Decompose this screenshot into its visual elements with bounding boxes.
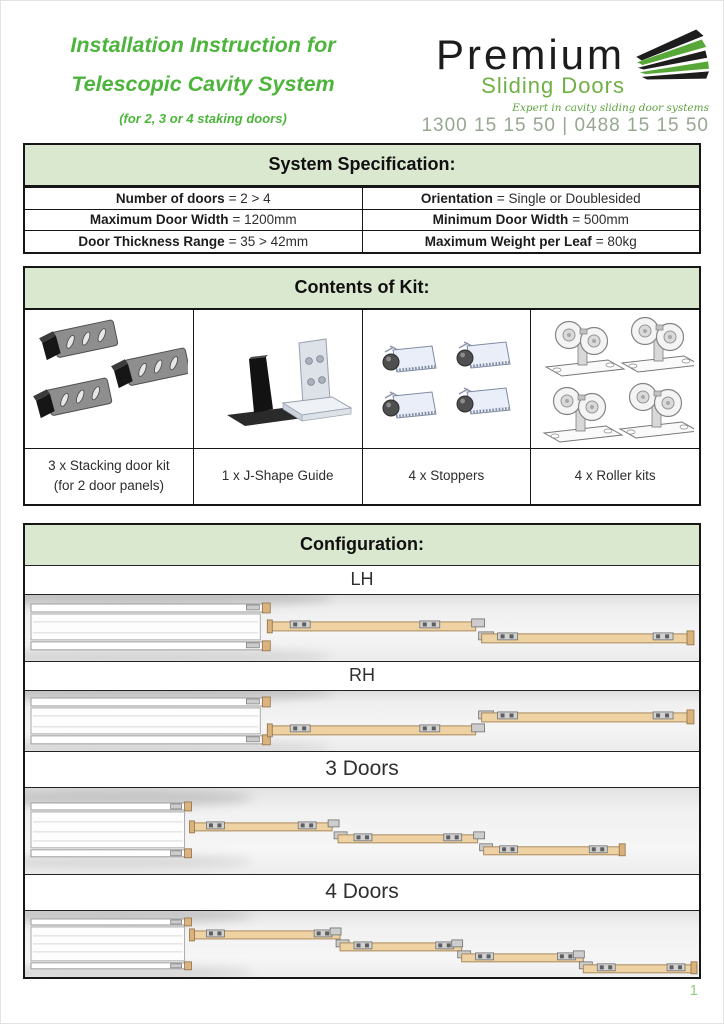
config-diagram-4-doors-icon bbox=[25, 910, 699, 978]
config-label-lh: LH bbox=[25, 565, 699, 594]
company-logo: Premium Sliding Doors Expert in cavity s… bbox=[391, 25, 709, 137]
config-diagram-3-doors-icon bbox=[25, 786, 699, 875]
kit-label-line: 1 x J-Shape Guide bbox=[221, 467, 334, 483]
spec-value: = 2 > 4 bbox=[228, 190, 271, 206]
document-title: Installation Instruction for Telescopic … bbox=[27, 25, 379, 126]
sliding-door-fan-icon bbox=[629, 27, 709, 83]
title-line-2: Telescopic Cavity System bbox=[71, 71, 335, 96]
spec-cell-orientation: Orientation= Single or Doublesided bbox=[361, 188, 700, 209]
kit-label-line: (for 2 door panels) bbox=[53, 477, 165, 493]
spec-row: Number of doors= 2 > 4 Orientation= Sing… bbox=[25, 187, 699, 209]
spec-label: Minimum Door Width bbox=[432, 212, 569, 227]
logo-brand-row: Premium bbox=[436, 27, 709, 83]
spec-value: = 1200mm bbox=[232, 212, 297, 227]
spec-cell-door-thickness: Door Thickness Range= 35 > 42mm bbox=[25, 231, 362, 252]
spec-label: Orientation bbox=[420, 190, 493, 206]
spec-cell-max-weight: Maximum Weight per Leaf= 80kg bbox=[361, 231, 700, 252]
config-diagram-lh-icon bbox=[25, 594, 699, 661]
spec-label: Maximum Door Width bbox=[89, 212, 229, 227]
kit-images-row bbox=[25, 309, 699, 448]
title-line-1: Installation Instruction for bbox=[70, 33, 336, 57]
stacking-door-kit-icon bbox=[25, 310, 193, 448]
spec-value: = 500mm bbox=[572, 212, 629, 227]
page-number: 1 bbox=[689, 982, 698, 999]
page-header: Installation Instruction for Telescopic … bbox=[1, 1, 723, 139]
spec-label: Maximum Weight per Leaf bbox=[424, 233, 592, 249]
kit-label-line: 3 x Stacking door kit bbox=[48, 457, 170, 473]
system-specification-title: System Specification: bbox=[25, 145, 699, 187]
kit-label-line: 4 x Roller kits bbox=[574, 467, 656, 483]
logo-brand-sub: Sliding Doors bbox=[481, 73, 625, 98]
kit-labels-row: 3 x Stacking door kit (for 2 door panels… bbox=[25, 447, 699, 505]
logo-phone-numbers: 1300 15 15 50 | 0488 15 15 50 bbox=[421, 115, 709, 136]
configuration-title: Configuration: bbox=[25, 525, 699, 565]
spec-row: Maximum Door Width= 1200mm Minimum Door … bbox=[25, 208, 700, 231]
spec-label: Door Thickness Range bbox=[78, 233, 225, 249]
config-diagram-rh-icon bbox=[25, 689, 699, 751]
config-label-4-doors: 4 Doors bbox=[25, 874, 699, 910]
spec-cell-min-door-width: Minimum Door Width= 500mm bbox=[361, 209, 700, 230]
logo-tagline: Expert in cavity sliding door systems bbox=[512, 102, 709, 114]
kit-label-roller-kits: 4 x Roller kits bbox=[530, 448, 699, 504]
j-shape-guide-icon bbox=[192, 309, 362, 448]
contents-of-kit-title: Contents of Kit: bbox=[25, 267, 699, 310]
config-label-3-doors: 3 Doors bbox=[25, 750, 699, 787]
spec-cell-number-of-doors: Number of doors= 2 > 4 bbox=[25, 188, 362, 209]
spec-value: = 35 > 42mm bbox=[228, 233, 309, 249]
spec-value: = Single or Doublesided bbox=[496, 190, 641, 206]
roller-kits-icon bbox=[530, 309, 699, 448]
kit-label-j-shape-guide: 1 x J-Shape Guide bbox=[192, 448, 362, 504]
configuration-table: Configuration: LH bbox=[23, 523, 701, 980]
spec-row: Door Thickness Range= 35 > 42mm Maximum … bbox=[25, 230, 699, 252]
kit-label-line: 4 x Stoppers bbox=[408, 467, 485, 483]
kit-label-stoppers: 4 x Stoppers bbox=[361, 448, 531, 504]
spec-label: Number of doors bbox=[115, 190, 225, 206]
spec-cell-max-door-width: Maximum Door Width= 1200mm bbox=[25, 210, 362, 231]
config-label-rh: RH bbox=[25, 660, 699, 690]
spec-value: = 80kg bbox=[595, 233, 637, 249]
kit-label-stacking-door-kit: 3 x Stacking door kit (for 2 door panels… bbox=[25, 449, 193, 505]
title-subtitle: (for 2, 3 or 4 staking doors) bbox=[119, 111, 287, 126]
stoppers-icon bbox=[361, 309, 531, 448]
contents-of-kit-table: Contents of Kit: bbox=[23, 265, 701, 506]
logo-brand-name: Premium bbox=[435, 31, 625, 79]
system-specification-table: System Specification: Number of doors= 2… bbox=[23, 143, 701, 254]
